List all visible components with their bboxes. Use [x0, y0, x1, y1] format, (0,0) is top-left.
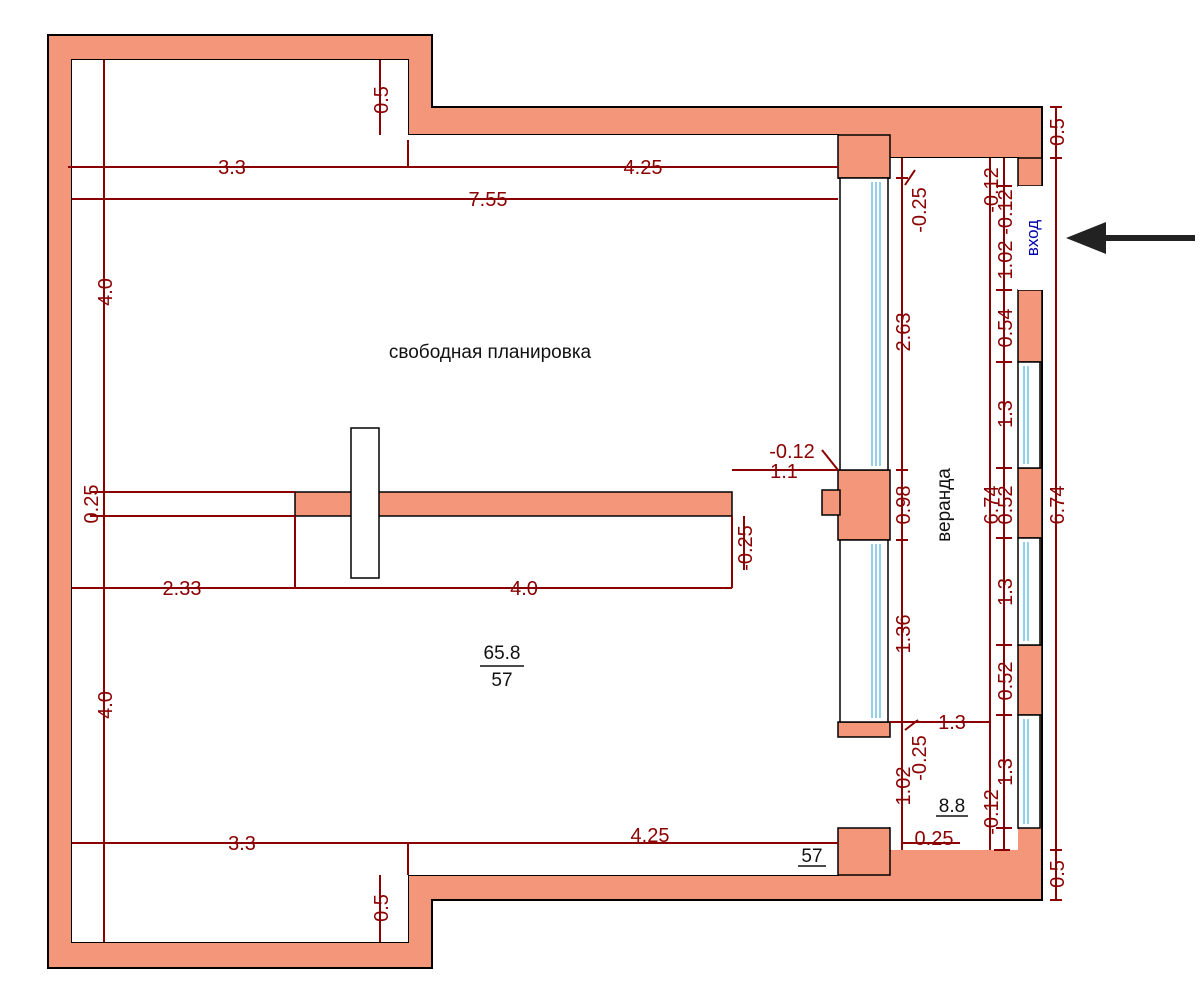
veranda-window-1 [1017, 361, 1041, 469]
dim-bottom-left: 3.3 [228, 833, 256, 855]
dim-window-2: 1.3 [995, 578, 1017, 606]
leader [904, 169, 916, 186]
dim-window-1: 1.3 [995, 400, 1017, 428]
area-main-numerator: 65.8 [484, 643, 521, 664]
dim-pier-1: 0.54 [995, 309, 1017, 348]
window-glass [871, 182, 881, 718]
dim-partition-thickness: 0.25 [81, 485, 103, 524]
entrance-label: вход [1023, 220, 1042, 256]
dim-window-upper: 2.63 [893, 313, 915, 352]
wall-block-top [837, 134, 891, 179]
area-main-denominator: 57 [491, 670, 512, 691]
dim-outer-recess-2: -0.12 [995, 189, 1017, 235]
dim-veranda-inner-top: -0.25 [909, 187, 931, 233]
main-floor-top [72, 60, 408, 140]
wall-protrusion [821, 489, 841, 516]
arrow-head [1066, 222, 1106, 254]
dim-window-mid: 0.98 [893, 486, 915, 525]
dim-door-width: 1.02 [995, 241, 1017, 280]
arrow-left-icon [1066, 222, 1195, 254]
dim-partition-gap: 1.1 [770, 461, 798, 483]
room-label-veranda: веранда [934, 468, 955, 542]
pier-top [1017, 157, 1043, 187]
dim-outer-bottom-recess: -0.12 [981, 789, 1003, 835]
dim-veranda-inner-bottom: -0.25 [909, 735, 931, 781]
veranda-glass [1023, 366, 1029, 824]
veranda-window-3 [1017, 714, 1041, 829]
dim-partition-end: -0.25 [735, 525, 757, 571]
main-floor-bottom [72, 870, 408, 942]
area-veranda-denominator: 57 [801, 846, 822, 867]
dim-pier-2: 0.52 [995, 486, 1017, 525]
leader [821, 449, 839, 471]
wall-block-bottom [837, 721, 891, 738]
pier-2 [1017, 467, 1043, 539]
dim-top-total: 7.55 [469, 189, 508, 211]
dim-top-left: 3.3 [218, 157, 246, 179]
window-upper [839, 177, 889, 471]
dim-veranda-bottom-gap: 1.02 [893, 767, 915, 806]
dimension-labels: 3.3 4.25 7.55 3.3 4.25 2.33 4.0 1.1 -0.1… [81, 86, 1069, 922]
dim-partition-length: 4.0 [510, 578, 538, 600]
room-label-free-layout: свободная планировка [389, 342, 592, 363]
dim-wall-recess: -0.12 [769, 441, 815, 463]
dim-veranda-bottom-step: 0.25 [915, 828, 954, 850]
dim-step-top: 0.5 [371, 86, 393, 114]
veranda-window-2 [1017, 537, 1041, 646]
dim-step-bottom: 0.5 [371, 894, 393, 922]
veranda-floor [890, 158, 1018, 850]
partition [294, 427, 733, 579]
dim-left-upper: 4.0 [95, 278, 117, 306]
dimension-lines [68, 60, 1062, 942]
veranda-outer-wall [1017, 157, 1044, 829]
dim-bottom-right: 4.25 [631, 825, 670, 847]
dim-veranda-depth: 1.3 [938, 712, 966, 734]
window-lower [839, 539, 889, 723]
wall-block-base [837, 827, 891, 876]
dim-window-lower: 1.36 [893, 615, 915, 654]
partition-column [350, 427, 380, 579]
dim-left-lower: 4.0 [95, 691, 117, 719]
pier-3 [1017, 644, 1043, 716]
dim-outer-bottom-step: 0.5 [1047, 860, 1069, 888]
dim-window-3: 1.3 [995, 758, 1017, 786]
dim-top-right: 4.25 [624, 157, 663, 179]
dim-outer-top-step: 0.5 [1047, 118, 1069, 146]
dim-outer-length: 6.74 [1047, 486, 1069, 525]
area-veranda: 8.8 [939, 796, 965, 817]
dim-outer-top-recess: -0.12 [981, 167, 1003, 213]
dim-veranda-length: 6.74 [981, 486, 1003, 525]
door-opening [1018, 186, 1044, 290]
dim-partition-offset: 2.33 [163, 578, 202, 600]
leader [904, 719, 919, 731]
pier-1 [1017, 289, 1043, 363]
dim-pier-3: 0.52 [995, 662, 1017, 701]
wall-block-mid [837, 469, 891, 541]
